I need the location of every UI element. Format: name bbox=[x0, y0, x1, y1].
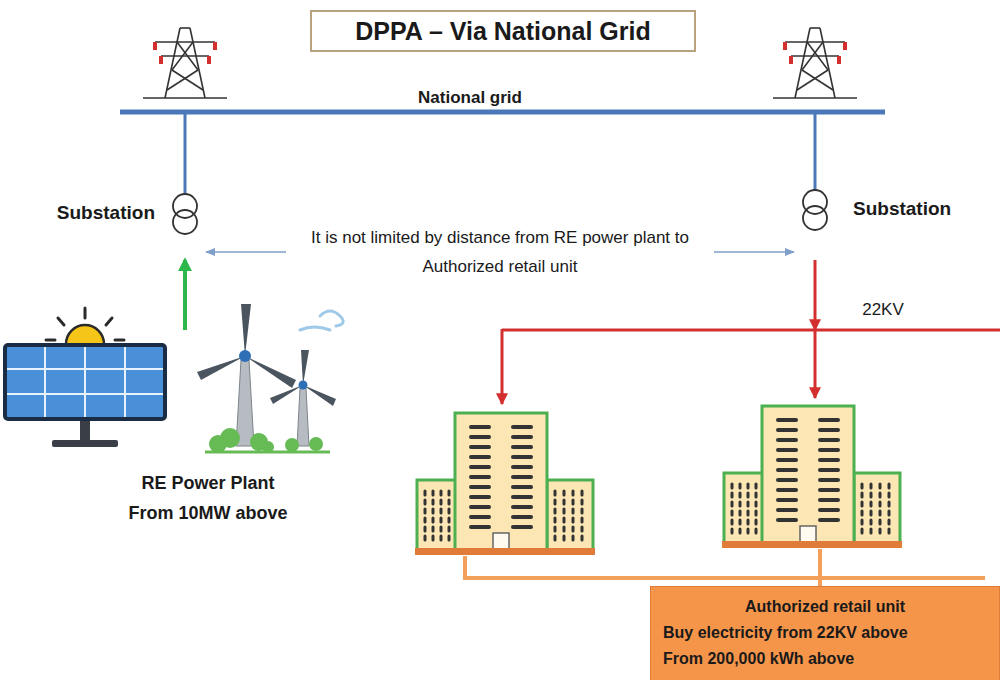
substation-label: Substation bbox=[57, 202, 155, 224]
tower-strut bbox=[791, 55, 839, 57]
tower-strut bbox=[172, 42, 193, 70]
insulator bbox=[159, 56, 163, 64]
solar-panel bbox=[124, 347, 126, 417]
wind-turbine bbox=[197, 356, 245, 380]
insulator bbox=[843, 42, 847, 50]
wind-turbine bbox=[209, 428, 323, 453]
substation-label: Substation bbox=[853, 198, 951, 220]
substation-node: Substation bbox=[166, 192, 204, 260]
tower-strut bbox=[802, 70, 833, 90]
tower-strut bbox=[143, 97, 227, 99]
solar-panel bbox=[5, 345, 165, 447]
solar-panel bbox=[5, 345, 165, 419]
feed-line bbox=[814, 330, 817, 398]
transformer-coil bbox=[803, 206, 827, 230]
box-heading: Authorized retail unit bbox=[663, 594, 987, 620]
plant-label: RE Power Plant From 10MW above bbox=[128, 468, 288, 528]
customer-link bbox=[818, 549, 822, 586]
wind-turbine bbox=[309, 437, 323, 451]
solar-panel bbox=[7, 368, 163, 370]
wind-turbine bbox=[241, 304, 251, 356]
transformer-symbol bbox=[796, 188, 834, 260]
connector-arrow bbox=[183, 260, 187, 330]
wind-turbine bbox=[205, 451, 330, 454]
tower-strut bbox=[177, 42, 198, 70]
solar-panel bbox=[52, 440, 118, 447]
insulator bbox=[837, 56, 841, 64]
sun bbox=[58, 318, 64, 325]
box-line: From 200,000 kWh above bbox=[663, 646, 987, 672]
sun bbox=[84, 308, 87, 318]
grid-drop bbox=[184, 112, 187, 194]
building-group bbox=[722, 406, 902, 548]
wind-turbine bbox=[300, 327, 330, 330]
tower-strut bbox=[161, 55, 209, 57]
tower-strut bbox=[797, 70, 828, 90]
grid-label: National grid bbox=[418, 88, 522, 108]
title-text: DPPA – Via National Grid bbox=[355, 17, 650, 45]
solar-panel bbox=[44, 347, 46, 417]
sun bbox=[106, 318, 112, 325]
feed-line bbox=[501, 329, 504, 404]
transformer-symbol bbox=[166, 192, 204, 260]
voltage-label: 22KV bbox=[862, 300, 904, 320]
wind-turbine bbox=[285, 438, 299, 452]
tower-strut bbox=[172, 70, 203, 90]
insulator bbox=[783, 42, 787, 50]
solar-panel bbox=[7, 347, 163, 417]
grid-drop bbox=[814, 112, 817, 190]
tower-strut bbox=[785, 41, 845, 43]
tower-strut bbox=[773, 97, 857, 99]
tower-strut bbox=[167, 70, 198, 90]
edge-label: It is not limited by distance from RE po… bbox=[286, 223, 714, 281]
tower-strut bbox=[810, 27, 820, 29]
solar-panel bbox=[84, 347, 86, 417]
wind-turbine bbox=[220, 428, 240, 448]
insulator bbox=[153, 42, 157, 50]
retail-unit-box: Authorized retail unitBuy electricity fr… bbox=[650, 586, 1000, 680]
box-line: Buy electricity from 22KV above bbox=[663, 620, 987, 646]
wind-turbine bbox=[297, 388, 309, 446]
wind-turbine bbox=[303, 385, 336, 406]
wind-turbine bbox=[270, 385, 303, 404]
substation-node: Substation bbox=[796, 188, 834, 260]
tower-strut bbox=[802, 42, 823, 70]
tower-strut bbox=[180, 27, 190, 29]
wind-turbine bbox=[299, 381, 308, 390]
solar-panel bbox=[7, 393, 163, 395]
feed-line bbox=[814, 260, 817, 330]
title-box: DPPA – Via National Grid bbox=[310, 10, 696, 52]
feed-line bbox=[502, 329, 1000, 332]
wind-turbine bbox=[245, 356, 296, 388]
power-plant-node: RE Power Plant From 10MW above bbox=[30, 330, 360, 530]
tower-strut bbox=[807, 42, 828, 70]
building-group bbox=[415, 413, 595, 555]
transformer-coil bbox=[173, 210, 197, 234]
wind-turbine bbox=[197, 304, 343, 453]
grid-line bbox=[120, 110, 885, 115]
sun bbox=[46, 339, 55, 342]
tower-strut bbox=[155, 41, 215, 43]
sun bbox=[115, 339, 124, 342]
wind-turbine bbox=[320, 311, 343, 326]
customer-link bbox=[465, 556, 985, 578]
wind-turbine bbox=[301, 350, 309, 385]
insulator bbox=[789, 56, 793, 64]
insulator bbox=[213, 42, 217, 50]
wind-turbine bbox=[239, 350, 251, 362]
insulator bbox=[207, 56, 211, 64]
